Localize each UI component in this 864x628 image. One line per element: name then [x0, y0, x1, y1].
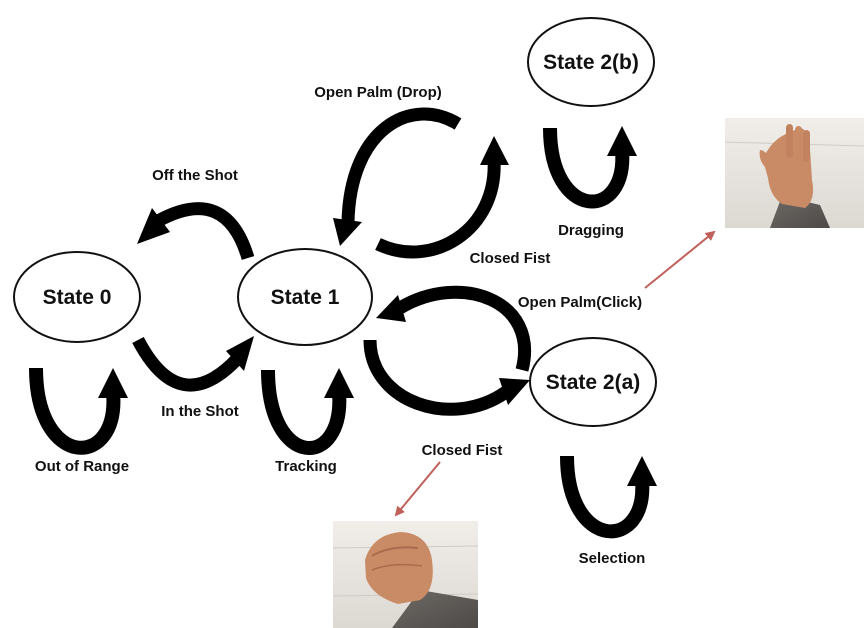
closed-fist-top-label: Closed Fist [470, 250, 551, 267]
dragging-label: Dragging [558, 222, 624, 239]
open-palm-click-arrow [376, 285, 531, 372]
state-0-label: State 0 [43, 286, 112, 309]
state-2b-node: State 2(b) [527, 17, 655, 107]
off-the-shot-label: Off the Shot [152, 167, 238, 184]
tracking-loop-arrow [261, 368, 354, 455]
open-palm-pointer-line [644, 230, 716, 289]
open-palm-hand-photo [724, 118, 864, 228]
closed-fist-hand-photo [332, 521, 479, 628]
state-1-node: State 1 [237, 248, 373, 346]
state-2b-label: State 2(b) [543, 51, 639, 74]
off-the-shot-arrow [137, 202, 255, 260]
state-2a-label: State 2(a) [546, 371, 641, 394]
open-palm-drop-label: Open Palm (Drop) [314, 84, 442, 101]
state-0-node: State 0 [13, 251, 141, 343]
state-1-label: State 1 [271, 286, 340, 309]
out-of-range-label: Out of Range [35, 458, 129, 475]
selection-label: Selection [579, 550, 646, 567]
open-palm-click-label: Open Palm(Click) [518, 294, 642, 311]
closed-fist-top-arrow [375, 136, 509, 259]
open-palm-drop-arrow [333, 107, 462, 246]
closed-fist-bottom-arrow [363, 339, 530, 416]
selection-loop-arrow [560, 455, 657, 539]
tracking-label: Tracking [275, 458, 337, 475]
dragging-loop-arrow [543, 126, 637, 209]
out-of-range-loop-arrow [29, 367, 128, 455]
in-the-shot-label: In the Shot [161, 403, 239, 420]
closed-fist-pointer-line [394, 461, 441, 517]
closed-fist-bottom-label: Closed Fist [422, 442, 503, 459]
state-2a-node: State 2(a) [529, 337, 657, 427]
in-the-shot-arrow [132, 336, 254, 392]
